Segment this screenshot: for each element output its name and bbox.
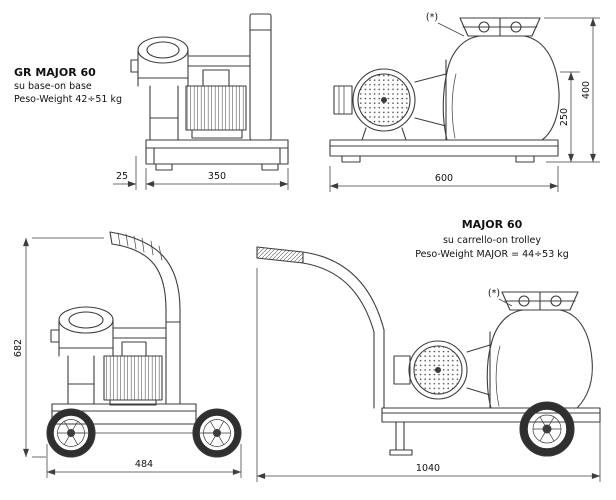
base-front-title: GR MAJOR 60: [14, 66, 96, 79]
dim-400-label: 400: [581, 81, 592, 99]
riser-column: [249, 13, 272, 141]
trolley-front-dimensions: 682 484: [13, 237, 242, 478]
terminal-box: [333, 85, 353, 115]
trolley-side-subtitle: su carrello-on trolley: [443, 235, 541, 246]
base-frame: [145, 139, 289, 171]
dim-250-label: 250: [559, 108, 570, 126]
pump-head: [50, 306, 114, 357]
clamp: [459, 17, 541, 37]
trolley-frame: [165, 309, 181, 405]
discharge-pipe: [187, 55, 251, 67]
discharge-pipe: [112, 327, 167, 339]
view-base-front-labels: GR MAJOR 60 su base-on base Peso-Weight …: [14, 66, 122, 105]
trolley-handle: [302, 251, 385, 333]
trolley-side-drawing: [256, 246, 601, 457]
dim-484-label: 484: [135, 459, 153, 470]
motor-flange: [414, 59, 447, 141]
note-asterisk: (*): [426, 12, 438, 23]
terminal-box: [393, 355, 411, 385]
motor-junction-box: [202, 69, 230, 87]
fan-guard: [352, 68, 416, 132]
trolley-side-dimensions: (*) 1040: [256, 268, 601, 482]
base-front-weight: Peso-Weight 42÷51 kg: [14, 94, 122, 105]
base-front-subtitle: su base-on base: [14, 81, 92, 92]
pump-bracket: [67, 355, 95, 405]
motor-junction-box: [121, 341, 147, 357]
dim-600-label: 600: [435, 173, 453, 184]
view-base-side: (*) 250 400 600: [329, 12, 600, 192]
trolley-handle: [109, 231, 181, 311]
view-trolley-side: MAJOR 60 su carrello-on trolley Peso-Wei…: [256, 218, 601, 482]
view-base-front: GR MAJOR 60 su base-on base Peso-Weight …: [14, 13, 289, 190]
dim-682-label: 682: [13, 339, 24, 357]
base-front-drawing: [130, 13, 289, 171]
handle-grip: [256, 246, 304, 264]
trolley-frame: [373, 329, 385, 409]
motor-body: [185, 85, 247, 139]
support-foot: [389, 421, 413, 456]
motor-legs: [361, 127, 407, 141]
motor-flange: [466, 331, 491, 409]
wheel-left: [46, 408, 96, 458]
base-side-drawing: [329, 17, 560, 163]
trolley-front-drawing: [46, 231, 242, 458]
base-side-dimensions: (*) 250 400 600: [329, 12, 600, 192]
motor-body: [103, 355, 163, 406]
dim-1040-label: 1040: [416, 463, 440, 474]
trolley-side-title: MAJOR 60: [462, 218, 523, 231]
wheel: [519, 401, 575, 457]
volute-casing: [442, 35, 560, 141]
trolley-side-labels: MAJOR 60 su carrello-on trolley Peso-Wei…: [415, 218, 569, 260]
wheel-right: [192, 408, 242, 458]
base-frame: [329, 139, 559, 163]
clamp: [501, 291, 579, 311]
fan-guard: [408, 340, 468, 400]
pump-bracket: [149, 85, 179, 141]
view-trolley-front: 682 484: [13, 231, 242, 478]
pump-head: [130, 36, 189, 87]
dim-350-label: 350: [208, 171, 226, 182]
trolley-side-weight: Peso-Weight MAJOR = 44÷53 kg: [415, 249, 569, 260]
volute-casing: [486, 309, 593, 409]
base-front-dimensions: 25 350: [113, 156, 289, 190]
dim-25-label: 25: [116, 171, 128, 182]
note-asterisk: (*): [488, 288, 500, 299]
